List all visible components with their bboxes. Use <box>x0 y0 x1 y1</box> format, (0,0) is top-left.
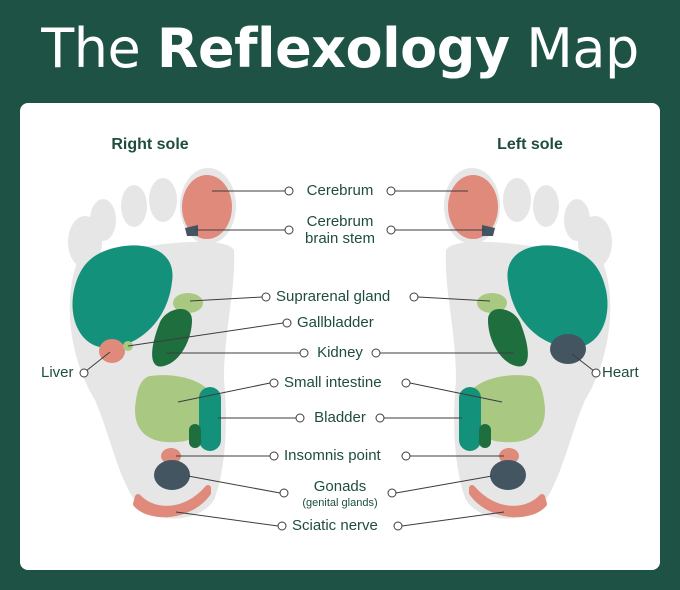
dot-gallbladder <box>282 318 292 328</box>
right-sciatic-zone <box>133 485 211 518</box>
dot-bladder-right <box>295 413 305 423</box>
dot-insomnis-right <box>269 451 279 461</box>
line-heart <box>571 353 595 372</box>
dot-intestine-left <box>401 378 411 388</box>
left-sciatic-zone <box>469 485 547 518</box>
dot-kidney-left <box>371 348 381 358</box>
line-gonads-left <box>395 475 493 494</box>
right-foot <box>68 168 236 519</box>
dot-cerebrum-right <box>284 186 294 196</box>
right-liver-point <box>99 339 125 363</box>
left-toe-4 <box>564 199 590 241</box>
label-bladder: Bladder <box>314 409 366 426</box>
label-gonads-sub: (genital glands) <box>302 497 378 509</box>
line-gallbladder <box>127 322 284 347</box>
label-cerebrum: Cerebrum <box>306 182 374 199</box>
right-toe-3 <box>121 185 147 227</box>
dot-suprarenal-right <box>261 292 271 302</box>
label-kidney: Kidney <box>317 344 363 361</box>
left-heart-zone <box>550 334 586 364</box>
dot-brainstem-right <box>284 225 294 235</box>
label-small-intestine: Small intestine <box>284 374 382 391</box>
left-heart-area-zone <box>507 245 608 348</box>
label-heart: Heart <box>602 364 639 381</box>
dot-gonads-left <box>387 488 397 498</box>
line-suprarenal-left <box>417 296 491 302</box>
right-insomnis-zone <box>161 448 181 464</box>
dot-bladder-left <box>375 413 385 423</box>
right-bladder-zone <box>199 387 221 451</box>
left-bladder-accent <box>479 424 491 448</box>
left-toe-2 <box>503 178 531 222</box>
dot-insomnis-left <box>401 451 411 461</box>
label-gonads: Gonads <box>313 478 367 495</box>
label-liver: Liver <box>41 364 74 381</box>
right-gonads-zone <box>154 460 190 490</box>
left-sole-label: Left sole <box>497 136 563 153</box>
line-intestine-left <box>409 382 503 403</box>
right-toe-2 <box>149 178 177 222</box>
dot-suprarenal-left <box>409 292 419 302</box>
label-sciatic: Sciatic nerve <box>292 517 378 534</box>
dot-cerebrum-left <box>386 186 396 196</box>
dot-gonads-right <box>279 488 289 498</box>
title-the: The <box>41 17 141 80</box>
dot-heart <box>591 368 601 378</box>
line-gonads-right <box>187 475 281 494</box>
label-gallbladder: Gallbladder <box>297 314 374 331</box>
left-bladder-zone <box>459 387 481 451</box>
left-gonads-zone <box>490 460 526 490</box>
label-insomnis: Insomnis point <box>284 447 381 464</box>
right-suprarenal-zone <box>173 293 203 313</box>
right-gallbladder-zone <box>123 341 133 351</box>
title-reflexology: Reflexology <box>156 17 510 80</box>
right-brain-stem-zone <box>185 225 198 236</box>
line-suprarenal-right <box>189 296 263 302</box>
right-toe-4 <box>90 199 116 241</box>
title-map: Map <box>526 17 639 80</box>
left-kidney-zone <box>488 308 528 367</box>
left-foot <box>444 168 612 519</box>
right-sole-label: Right sole <box>111 136 189 153</box>
right-liver-zone <box>72 245 173 348</box>
right-kidney-zone <box>152 308 192 367</box>
dot-kidney-right <box>299 348 309 358</box>
label-brain-stem-line1: Cerebrum <box>306 213 374 230</box>
dot-liver <box>79 368 89 378</box>
left-brain-stem-zone <box>482 225 495 236</box>
dot-brainstem-left <box>386 225 396 235</box>
dot-sciatic-right <box>277 521 287 531</box>
line-sciatic-right <box>175 511 279 527</box>
label-brain-stem-line2: brain stem <box>304 230 376 247</box>
dot-sciatic-left <box>393 521 403 531</box>
leader-lines <box>79 186 601 531</box>
page-title: The Reflexology Map <box>0 14 680 84</box>
dot-intestine-right <box>269 378 279 388</box>
label-suprarenal: Suprarenal gland <box>276 288 391 305</box>
line-liver <box>85 351 111 372</box>
left-insomnis-zone <box>499 448 519 464</box>
line-intestine-right <box>177 382 271 403</box>
line-sciatic-left <box>401 511 505 527</box>
left-suprarenal-zone <box>477 293 507 313</box>
right-bladder-accent <box>189 424 201 448</box>
left-toe-3 <box>533 185 559 227</box>
